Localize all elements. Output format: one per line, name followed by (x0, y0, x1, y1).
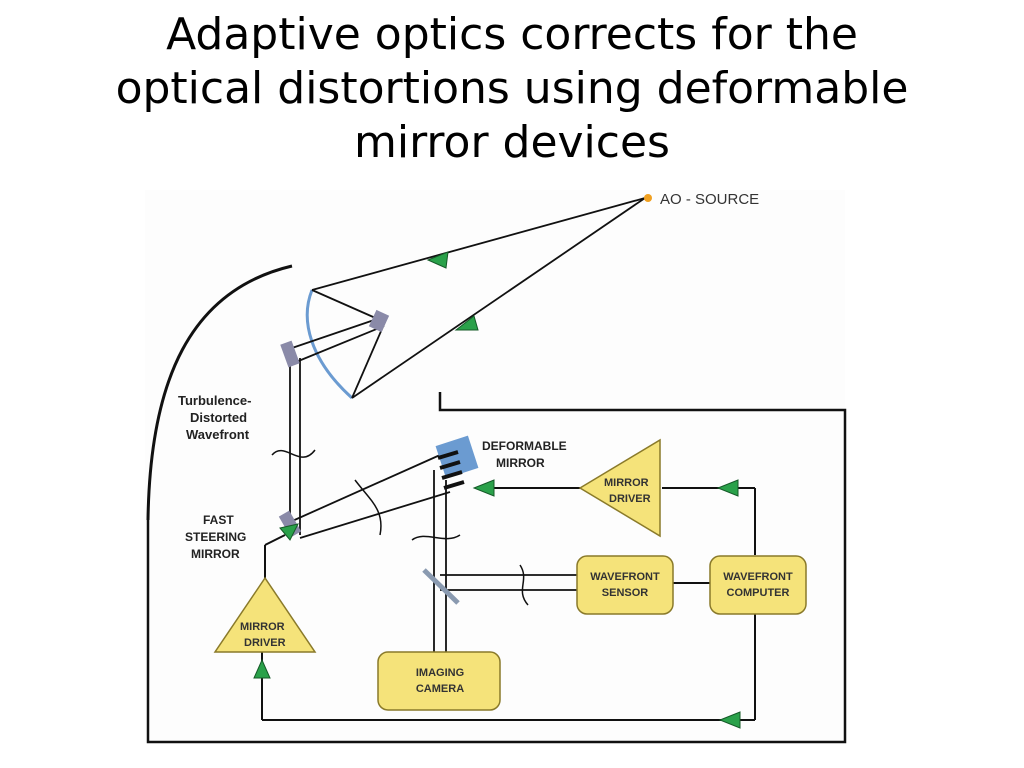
telescope-dome (146, 264, 293, 521)
ao-source-dot (644, 194, 652, 202)
title-line-2: optical distortions using deformable (115, 63, 909, 114)
fast-steering-label-1: FAST (203, 513, 234, 527)
secondary-mirror (368, 309, 390, 333)
ao-source-label: AO - SOURCE (660, 191, 759, 208)
wavefront-computer-box (709, 555, 807, 615)
turbulence-label-1: Turbulence- (178, 393, 251, 408)
mirror-driver-right (578, 438, 661, 538)
wavefront-sensor-label-2: SENSOR (602, 587, 649, 599)
fast-steering-label-2: STEERING (185, 530, 246, 544)
mirror-driver-left-label-2: DRIVER (244, 637, 286, 649)
arrow-bottom-return (718, 711, 741, 729)
arrow-to-deformable (472, 479, 495, 497)
arrow-to-steering (279, 523, 299, 541)
imaging-camera-label-1: IMAGING (416, 667, 464, 679)
mirror-driver-left-label-1: MIRROR (240, 621, 285, 633)
turbulence-label-2: Distorted (190, 410, 247, 425)
deformable-mirror (435, 435, 479, 490)
title-line-1: Adaptive optics corrects for the (166, 9, 858, 60)
wavefront-computer-label-1: WAVEFRONT (723, 571, 793, 583)
wavefront-sensor-box (576, 555, 674, 615)
wavefront-sensor-label-1: WAVEFRONT (590, 571, 660, 583)
arrow-incoming-top (426, 251, 449, 269)
turbulence-label-3: Wavefront (186, 427, 250, 442)
arrow-to-left-driver (253, 658, 271, 679)
title-line-3: mirror devices (354, 117, 670, 168)
mirror-driver-left (213, 576, 317, 653)
green-arrows (253, 251, 741, 729)
deformable-mirror-label-2: MIRROR (496, 456, 545, 470)
light-rays (289, 197, 646, 655)
fold-mirror (280, 340, 300, 368)
mirror-driver-right-label-2: DRIVER (609, 493, 651, 505)
arrow-from-computer (716, 479, 739, 497)
arrow-incoming-lower (454, 315, 479, 331)
fast-steering-label-3: MIRROR (191, 547, 240, 561)
deformable-mirror-label-1: DEFORMABLE (482, 439, 567, 453)
control-lines (261, 487, 756, 721)
slide-title: Adaptive optics corrects for the optical… (0, 8, 1024, 170)
beam-splitter (422, 568, 460, 605)
enclosure-outline (146, 392, 847, 744)
imaging-camera-label-2: CAMERA (416, 683, 464, 695)
imaging-camera-box (377, 651, 501, 711)
wavefront-squiggles (271, 449, 529, 606)
wavefront-computer-label-2: COMPUTER (727, 587, 790, 599)
mirror-driver-right-label-1: MIRROR (604, 477, 649, 489)
fast-steering-mirror-element (278, 510, 302, 538)
